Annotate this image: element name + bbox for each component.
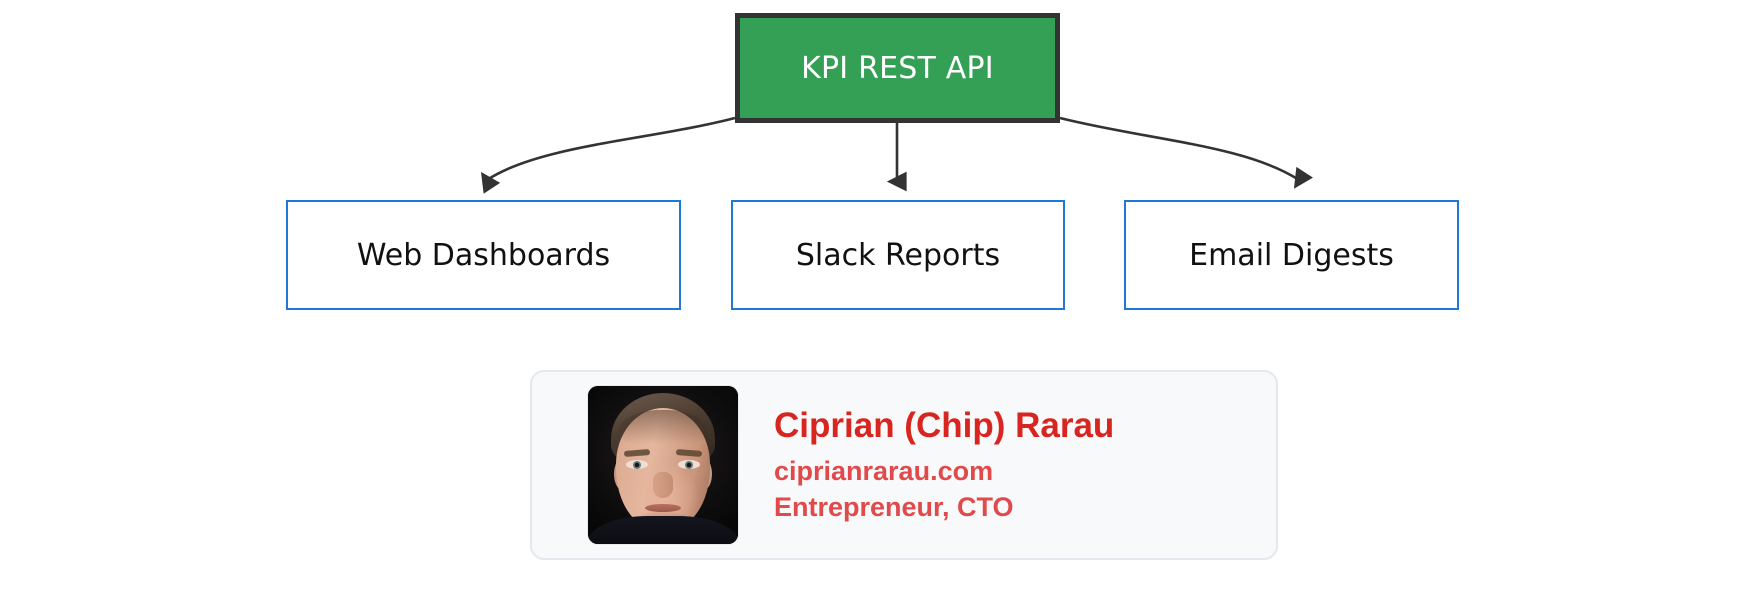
forehead-shade bbox=[618, 410, 708, 444]
node-label: KPI REST API bbox=[801, 50, 994, 86]
eye-right-shape bbox=[678, 460, 700, 469]
node-slack-reports[interactable]: Slack Reports bbox=[731, 200, 1065, 310]
profile-card: Ciprian (Chip) Rarau ciprianrarau.com En… bbox=[530, 370, 1278, 560]
profile-title: Entrepreneur, CTO bbox=[774, 492, 1014, 523]
node-label: Slack Reports bbox=[795, 237, 1001, 273]
nose-shape bbox=[653, 472, 673, 498]
connector-to-email-digests bbox=[1059, 116, 1313, 189]
profile-website[interactable]: ciprianrarau.com bbox=[774, 455, 994, 486]
shoulders-shape bbox=[588, 516, 738, 544]
node-email-digests[interactable]: Email Digests bbox=[1124, 200, 1459, 310]
eye-left-shape bbox=[626, 460, 648, 469]
mouth-shape bbox=[645, 504, 681, 512]
profile-text: Ciprian (Chip) Rarau ciprianrarau.com En… bbox=[774, 405, 1114, 526]
node-label: Email Digests bbox=[1189, 237, 1394, 273]
node-kpi-rest-api[interactable]: KPI REST API bbox=[735, 13, 1060, 123]
node-web-dashboards[interactable]: Web Dashboards bbox=[286, 200, 681, 310]
connector-to-web-dashboards bbox=[480, 116, 736, 194]
profile-name: Ciprian (Chip) Rarau bbox=[774, 405, 1115, 445]
avatar bbox=[588, 386, 738, 544]
node-label: Web Dashboards bbox=[356, 237, 611, 273]
